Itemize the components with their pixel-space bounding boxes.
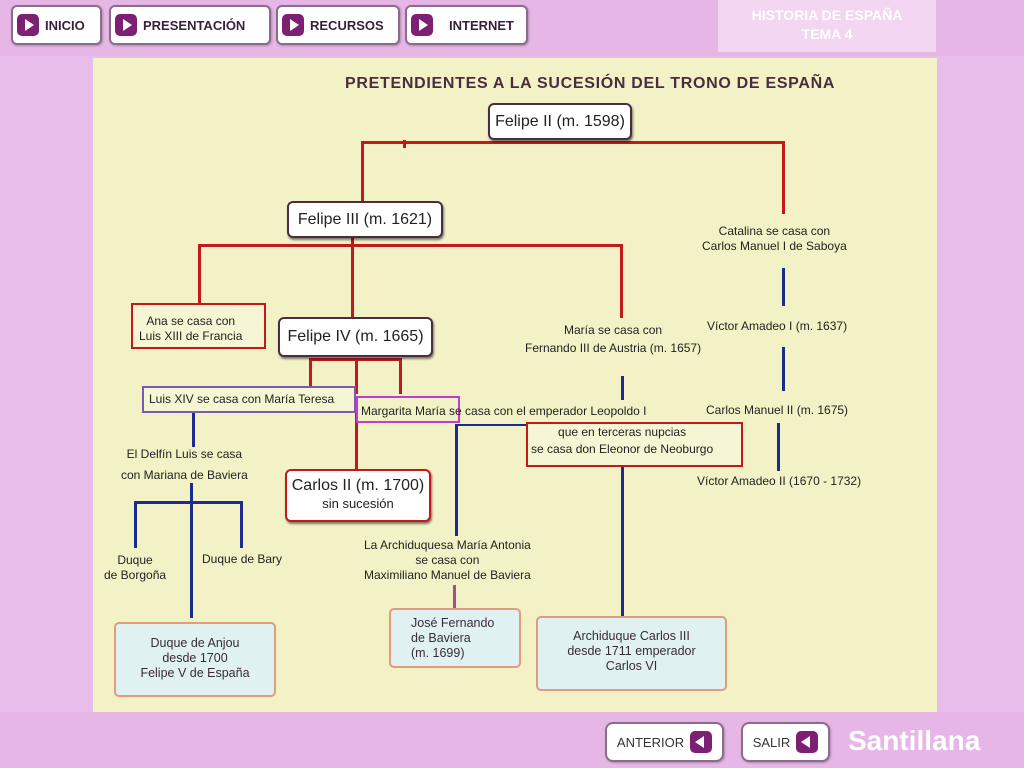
slide-heading: PRETENDIENTES A LA SUCESIÓN DEL TRONO DE… <box>345 75 836 92</box>
archiduque-line3: Carlos VI <box>605 659 658 673</box>
victor-amadeo-ii-text: Víctor Amadeo II (1670 - 1732) <box>697 474 862 488</box>
maria-text: María se casa con Fernando III de Austri… <box>525 323 702 355</box>
play-icon <box>411 14 433 36</box>
borgona-text: Duque de Borgoña <box>104 553 167 582</box>
felipe-ii-box: Felipe II (m. 1598) <box>488 103 632 140</box>
recursos-label: RECURSOS <box>310 17 384 33</box>
connector-line <box>351 236 354 246</box>
carlos-ii-note: sin sucesión <box>322 496 394 511</box>
inicio-button[interactable]: INICIO <box>11 5 102 45</box>
anjou-line3: Felipe V de España <box>140 666 250 680</box>
jose-fernando-box: José Fernando de Baviera (m. 1699) <box>389 608 521 668</box>
ana-text: Ana se casa con Luis XIII de Francia <box>139 314 243 343</box>
bottom-bar <box>0 712 1024 768</box>
anjou-line1: Duque de Anjou <box>150 636 240 650</box>
luis-xiv-text: Luis XIV se casa con María Teresa <box>149 392 335 406</box>
internet-button[interactable]: INTERNET <box>405 5 528 45</box>
connector-line <box>134 501 243 504</box>
margarita-text: Margarita María se casa con el emperador… <box>361 404 647 418</box>
felipe-iv-label: Felipe IV (m. 1665) <box>287 328 424 345</box>
internet-label: INTERNET <box>449 17 514 33</box>
felipe-iii-box: Felipe III (m. 1621) <box>287 201 443 238</box>
connector-line <box>782 141 785 214</box>
jose-line1: José Fernando <box>411 616 495 630</box>
connector-line <box>198 244 201 306</box>
course-title: HISTORIA DE ESPAÑA TEMA 4 <box>718 0 936 52</box>
brand-logo: Santillana <box>848 725 981 756</box>
connector-line <box>361 141 364 204</box>
archiduquesa-text: La Archiduquesa María Antonia se casa co… <box>364 538 531 582</box>
connector-line <box>455 424 458 536</box>
connector-line <box>453 585 456 609</box>
connector-line <box>403 140 406 148</box>
anterior-button[interactable]: ANTERIOR <box>605 722 724 762</box>
archiduque-box: Archiduque Carlos III desde 1711 emperad… <box>536 616 727 691</box>
jose-line2: de Baviera <box>411 631 471 645</box>
connector-line <box>351 244 354 318</box>
jose-line3: (m. 1699) <box>411 646 465 660</box>
anjou-line2: desde 1700 <box>162 651 228 665</box>
anjou-box: Duque de Anjou desde 1700 Felipe V de Es… <box>114 622 276 697</box>
connector-line <box>621 376 624 400</box>
archiduque-line1: Archiduque Carlos III <box>573 629 690 643</box>
course-title-line1: HISTORIA DE ESPAÑA <box>751 7 903 23</box>
bary-text: Duque de Bary <box>202 552 283 566</box>
connector-line <box>355 413 358 470</box>
felipe-iv-box: Felipe IV (m. 1665) <box>278 317 433 357</box>
salir-button[interactable]: SALIR <box>741 722 830 762</box>
play-icon <box>17 14 39 36</box>
carlos-manuel-ii-text: Carlos Manuel II (m. 1675) <box>706 403 849 417</box>
ana-frame <box>131 303 266 349</box>
course-title-line2: TEMA 4 <box>801 26 853 42</box>
anterior-label: ANTERIOR <box>616 734 685 750</box>
felipe-ii-label: Felipe II (m. 1598) <box>495 113 625 130</box>
connector-line <box>355 358 358 394</box>
connector-line <box>620 244 623 318</box>
connector-line <box>782 347 785 391</box>
play-icon <box>282 14 304 36</box>
connector-line <box>309 358 312 394</box>
carlos-ii-label: Carlos II (m. 1700) <box>291 477 425 494</box>
connector-line <box>134 501 137 548</box>
inicio-label: INICIO <box>45 17 85 33</box>
margarita-frame <box>356 396 460 423</box>
victor-amadeo-i-text: Víctor Amadeo I (m. 1637) <box>707 319 848 333</box>
back-icon <box>796 731 819 753</box>
connector-line <box>240 501 243 548</box>
neoburgo-frame <box>526 422 743 467</box>
carlos-ii-box: Carlos II (m. 1700) sin sucesión <box>285 469 431 522</box>
connector-line <box>777 423 780 471</box>
catalina-text: Catalina se casa con Carlos Manuel I de … <box>702 224 847 253</box>
connector-line <box>782 268 785 306</box>
presentacion-label: PRESENTACIÓN <box>143 17 246 33</box>
connector-line <box>399 358 402 394</box>
recursos-button[interactable]: RECURSOS <box>276 5 400 45</box>
felipe-iii-label: Felipe III (m. 1621) <box>297 211 433 228</box>
connector-line <box>198 244 623 247</box>
connector-line <box>621 461 624 617</box>
salir-label: SALIR <box>752 734 791 750</box>
archiduque-line2: desde 1711 emperador <box>567 644 696 658</box>
connector-line <box>192 412 195 447</box>
presentacion-button[interactable]: PRESENTACIÓN <box>109 5 271 45</box>
connector-line <box>361 141 785 144</box>
connector-line <box>190 483 193 618</box>
slide-content: PRETENDIENTES A LA SUCESIÓN DEL TRONO DE… <box>93 58 937 712</box>
delfin-text: El Delfín Luis se casa con Mariana de Ba… <box>121 447 248 482</box>
neoburgo-text: que en terceras nupcias se casa don Eleo… <box>531 425 714 456</box>
play-icon <box>115 14 137 36</box>
back-icon <box>690 731 713 753</box>
connector-line <box>309 358 402 361</box>
luis14-frame <box>142 386 356 413</box>
